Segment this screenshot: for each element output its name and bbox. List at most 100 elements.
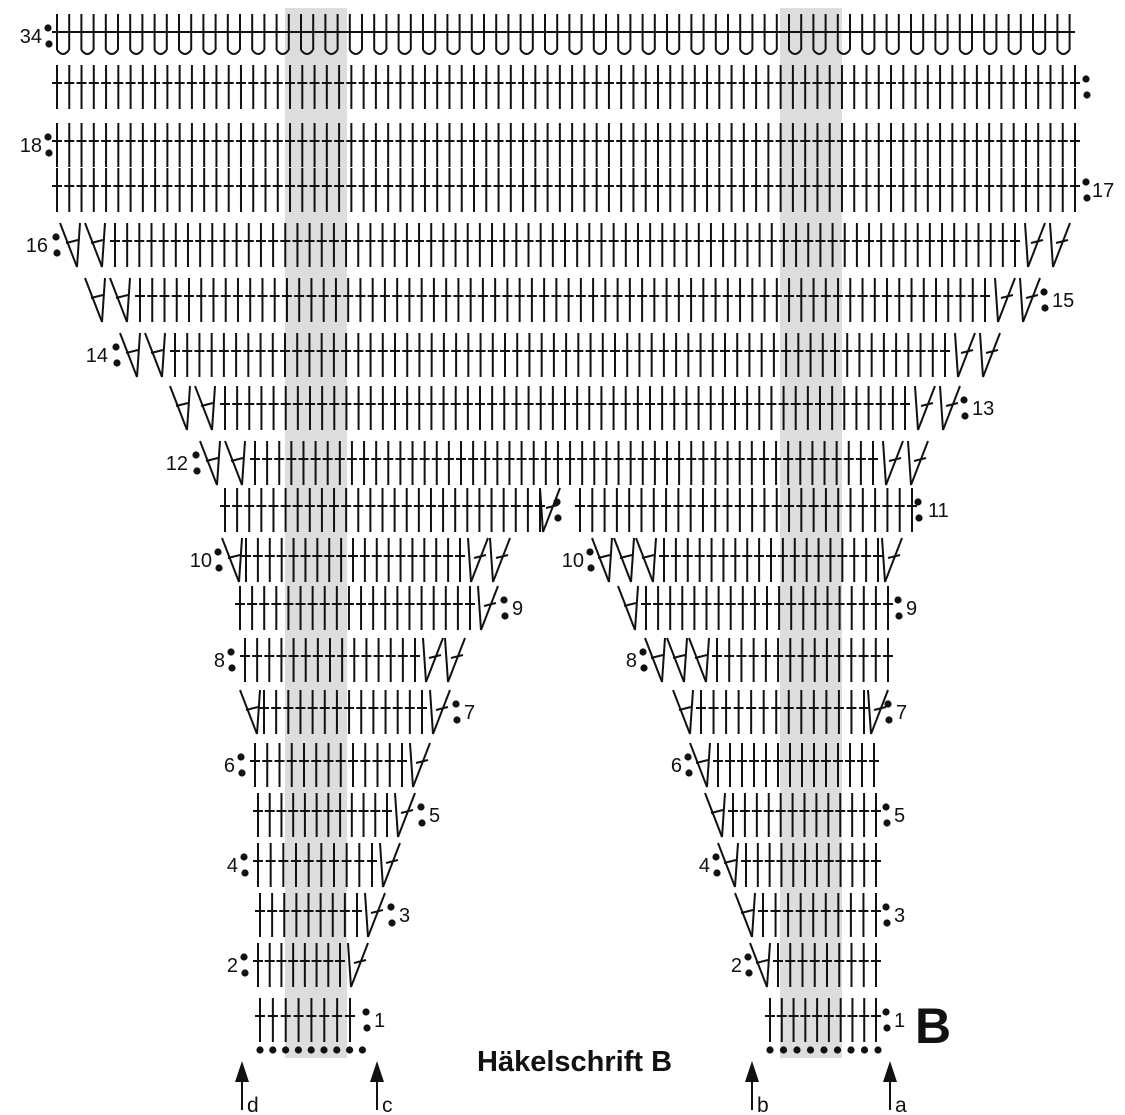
stitch-symbol	[292, 333, 303, 377]
row-number-label: 34	[20, 26, 42, 48]
stitch-symbol	[624, 278, 635, 322]
increase-symbol	[477, 585, 499, 631]
stitch-symbol	[859, 690, 869, 734]
stitch-symbol	[808, 278, 819, 322]
stitch-symbol	[307, 690, 318, 734]
stitch-symbol	[243, 223, 254, 267]
stitch-symbol	[833, 488, 844, 532]
stitch-symbol	[223, 123, 234, 167]
stitch-symbol	[886, 123, 897, 167]
stitch-symbol	[579, 123, 590, 167]
stitch-symbol	[800, 168, 811, 212]
row-34-scallops	[52, 14, 1075, 55]
row-number-label: 10	[562, 550, 584, 572]
stitch-symbol	[851, 223, 862, 267]
stitch-symbol	[637, 441, 648, 485]
stitch-symbol	[280, 998, 291, 1042]
stitch-symbol	[657, 386, 668, 430]
stitch-symbol	[846, 690, 857, 734]
stitch-symbol	[499, 386, 510, 430]
chain-dot	[215, 564, 223, 572]
stitch-symbol	[637, 278, 648, 322]
stitch-symbol	[307, 586, 318, 630]
stitch-symbol	[907, 488, 917, 532]
chain-dot	[882, 803, 890, 811]
stitch-symbol	[450, 488, 461, 532]
stitch-symbol	[481, 65, 492, 109]
stitch-symbol	[218, 333, 229, 377]
stitch-symbol	[353, 386, 364, 430]
stitch-symbol	[751, 123, 762, 167]
stitch-symbol	[603, 168, 614, 212]
stitch-symbol	[646, 333, 657, 377]
chain-dot	[418, 819, 426, 827]
stitch-symbol	[625, 441, 636, 485]
stitch-symbol	[267, 333, 278, 377]
stitch-symbol	[268, 223, 279, 267]
stitch-symbol	[640, 168, 651, 212]
increase-symbol	[539, 487, 561, 533]
stitch-symbol	[368, 586, 379, 630]
chain-dot	[256, 1046, 264, 1054]
stitch-symbol	[754, 538, 765, 582]
stitch-symbol	[787, 793, 798, 837]
stitch-symbol	[170, 333, 180, 377]
stitch-symbol	[659, 538, 669, 582]
stitch-symbol	[833, 743, 843, 787]
stitch-symbol	[645, 223, 656, 267]
chain-dot	[214, 548, 222, 556]
stitch-symbol	[608, 386, 619, 430]
stitch-symbol	[869, 743, 879, 787]
increase-symbol	[194, 385, 216, 431]
stitch-symbol	[356, 690, 367, 734]
stitch-symbol	[385, 638, 396, 682]
increase-symbol	[422, 637, 444, 683]
row-number-label: 14	[86, 345, 108, 367]
stitch-symbol	[940, 333, 950, 377]
stitch-symbol	[842, 333, 853, 377]
chain-dot	[228, 664, 236, 672]
stitch-symbol	[493, 123, 504, 167]
stitch-symbol	[505, 123, 516, 167]
stitch-symbol	[480, 441, 491, 485]
stitch-symbol	[894, 278, 905, 322]
stitch-symbol	[754, 386, 765, 430]
stitch-symbol	[788, 843, 799, 887]
stitch-symbol	[1020, 123, 1031, 167]
stitch-symbol	[390, 386, 400, 430]
stitch-symbol	[922, 168, 933, 212]
chain-dot	[793, 1046, 801, 1054]
stitch-symbol	[498, 488, 509, 532]
stitch-symbol	[371, 441, 382, 485]
stitch-symbol	[871, 793, 881, 837]
stitch-symbol	[444, 65, 455, 109]
stitch-symbol	[219, 223, 230, 267]
stitch-symbol	[384, 743, 395, 787]
stitch-symbol	[125, 168, 136, 212]
stitch-symbol	[728, 793, 738, 837]
chain-dot	[874, 1046, 882, 1054]
stitch-symbol	[808, 488, 819, 532]
stitch-symbol	[1045, 123, 1056, 167]
row-number-label: 3	[894, 905, 905, 927]
stitch-symbol	[763, 168, 774, 212]
stitch-symbol	[450, 223, 461, 267]
stitch-symbol	[195, 223, 206, 267]
piece-letter: B	[915, 998, 951, 1054]
stitch-symbol	[622, 333, 633, 377]
stitch-symbol	[649, 278, 660, 322]
chain-dot	[885, 716, 893, 724]
chain-dot	[1083, 91, 1091, 99]
stitch-symbol	[846, 586, 857, 630]
stitch-symbol	[523, 223, 534, 267]
stitch-symbol	[280, 333, 290, 377]
stitch-symbol	[260, 123, 271, 167]
chain-dot	[779, 1046, 788, 1054]
stitch-symbol	[469, 168, 480, 212]
chain-dot	[882, 903, 890, 911]
stitch-symbol	[353, 223, 364, 267]
stitch-symbol	[737, 743, 747, 787]
stitch-symbol	[589, 441, 600, 485]
stitch-symbol	[751, 793, 762, 837]
stitch-symbol	[475, 386, 485, 430]
